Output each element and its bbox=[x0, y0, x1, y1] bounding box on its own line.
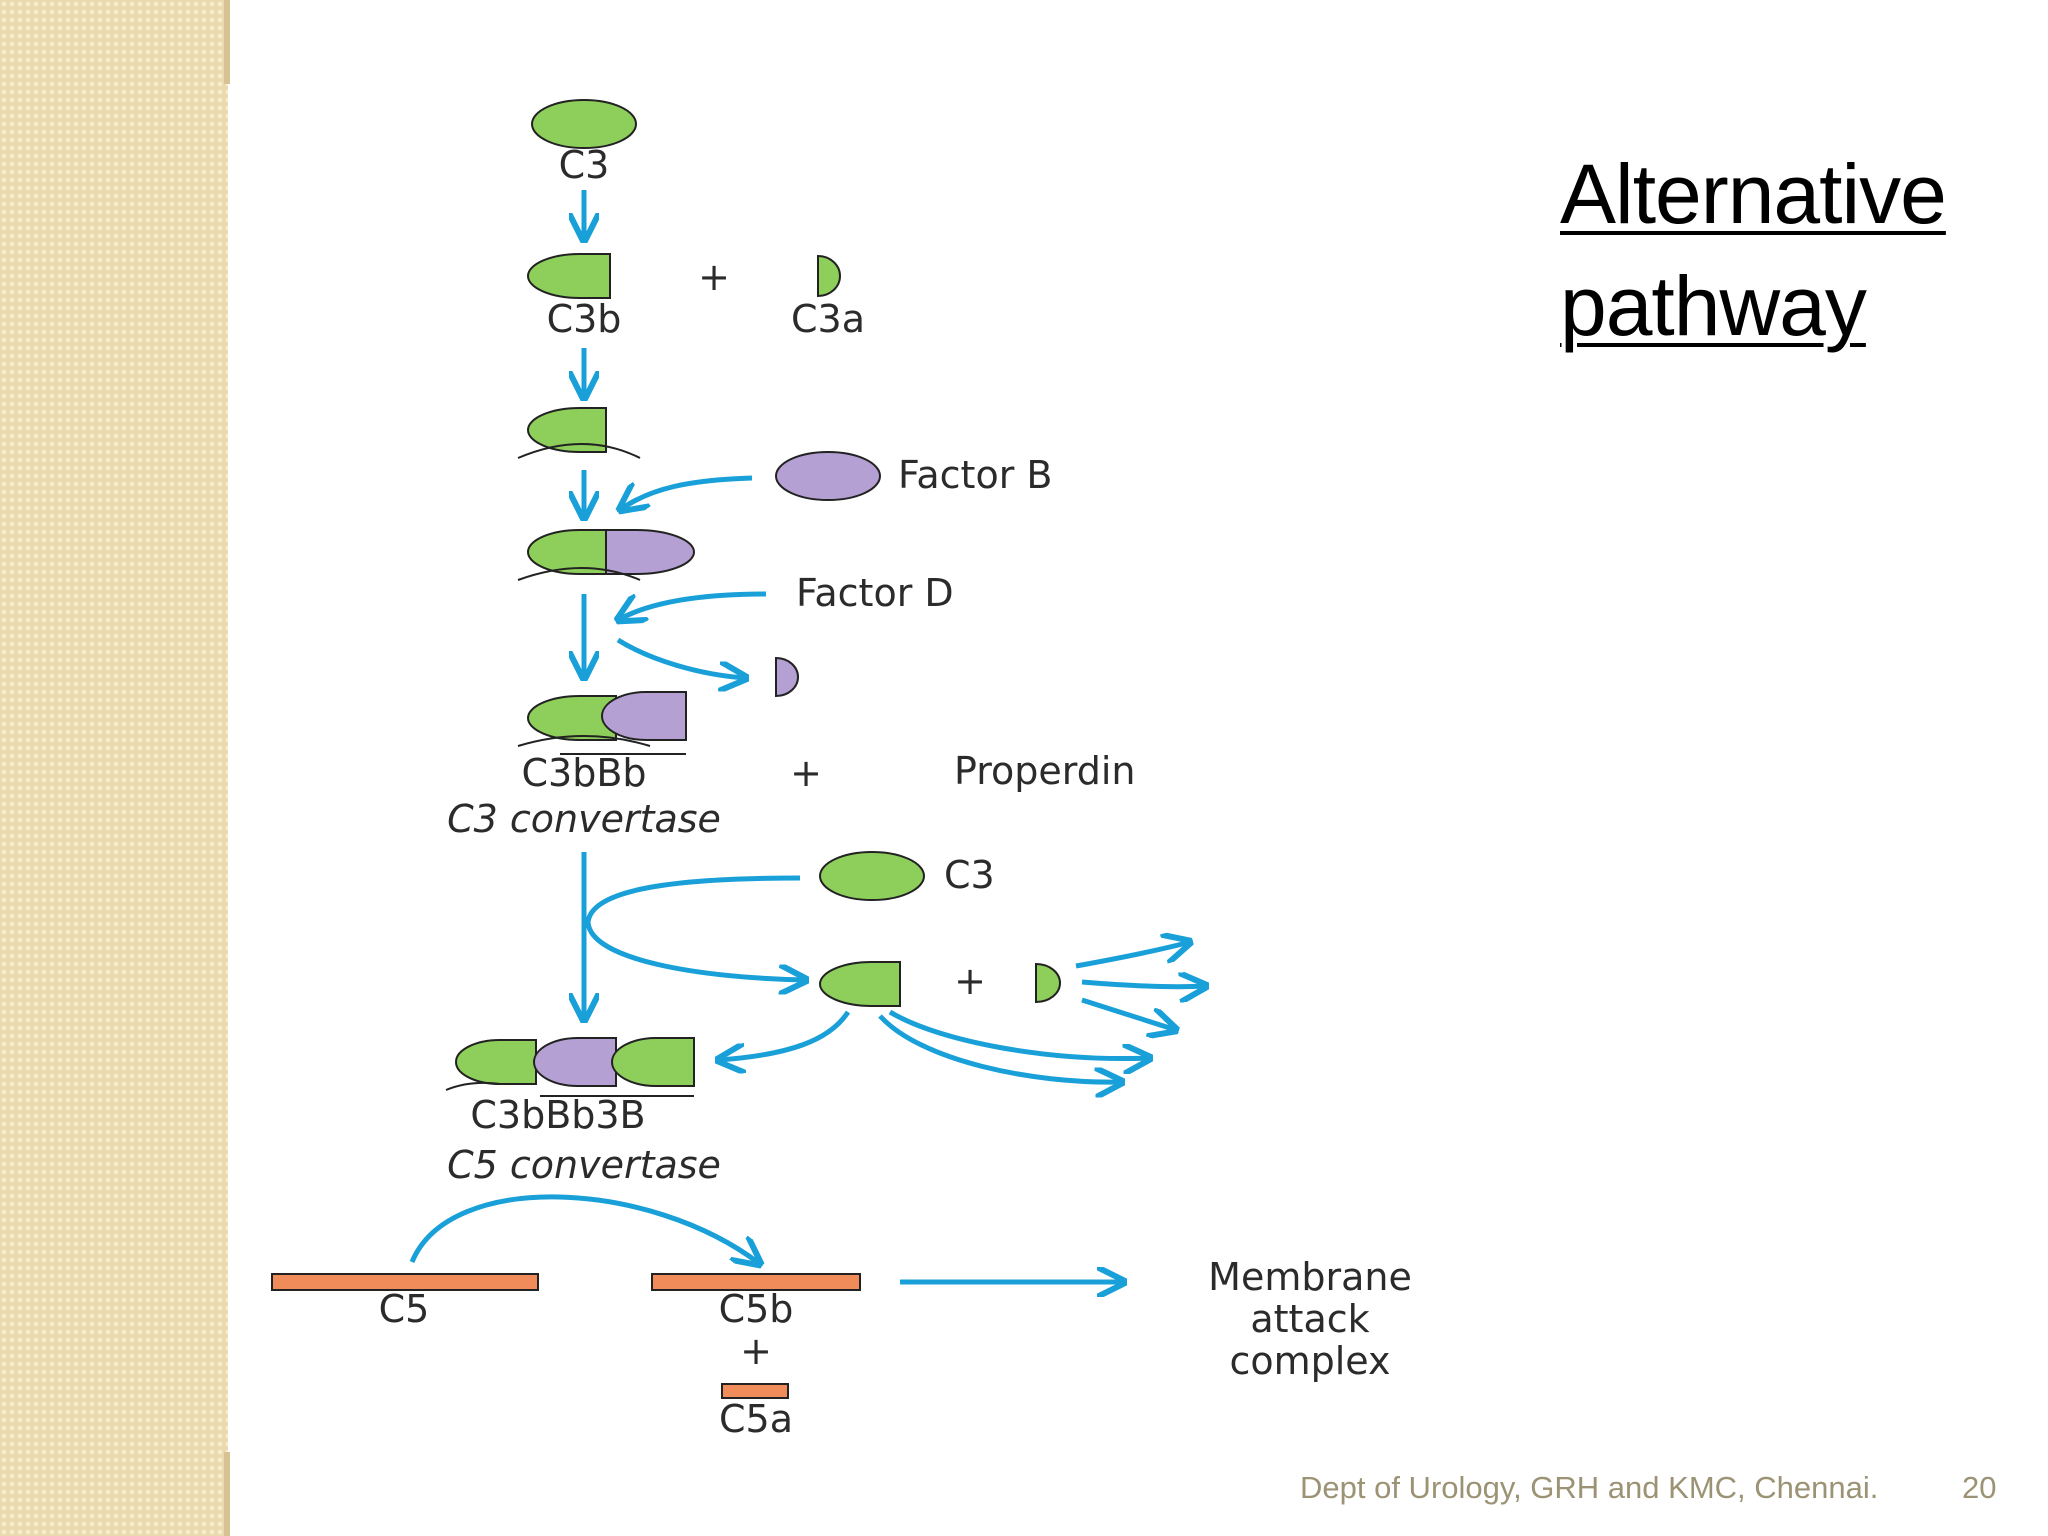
factor-b-in-c3bb bbox=[605, 529, 695, 575]
label-factor-b: Factor B bbox=[898, 453, 1052, 497]
label-c5: C5 bbox=[379, 1287, 430, 1331]
label-factor-d: Factor D bbox=[796, 571, 954, 615]
arrow-factor-d bbox=[618, 591, 767, 620]
label-c5-convertase: C5 convertase bbox=[447, 1143, 721, 1187]
c3b-fragment-2 bbox=[819, 961, 901, 1007]
arrow-ba-release bbox=[616, 637, 746, 678]
label-plus-3: + bbox=[954, 959, 986, 1003]
c5b-bar bbox=[651, 1273, 861, 1291]
sidebar-edge-top bbox=[224, 0, 230, 84]
c3-molecule bbox=[531, 99, 637, 149]
title-line-2: pathway bbox=[1560, 259, 1867, 353]
label-mac-2: attack bbox=[1250, 1297, 1369, 1341]
label-c3b: C3b bbox=[547, 297, 622, 341]
label-plus-1: + bbox=[698, 255, 730, 299]
label-mac-3: complex bbox=[1229, 1339, 1390, 1383]
label-c3bbb: C3bBb bbox=[521, 751, 646, 795]
slide-title: Alternative pathway bbox=[1560, 138, 1947, 362]
arrow-c3a-3 bbox=[1081, 997, 1176, 1030]
slide-sidebar-pattern bbox=[0, 0, 228, 1536]
arrow-c3b-release-1 bbox=[888, 1009, 1150, 1059]
surface-3 bbox=[517, 735, 651, 747]
c5a-bar bbox=[721, 1383, 789, 1399]
c3b-in-c3bb bbox=[527, 529, 607, 575]
label-c3: C3 bbox=[559, 143, 610, 187]
c3b2-in-c5conv bbox=[611, 1037, 695, 1087]
c3a-fragment-2 bbox=[1035, 962, 1061, 1004]
label-c3bbb3b: C3bBb3B bbox=[470, 1093, 645, 1137]
ba-fragment bbox=[775, 656, 799, 698]
page-number: 20 bbox=[1962, 1470, 1997, 1505]
factor-b-molecule bbox=[775, 451, 881, 501]
arrow-c3b-deposit bbox=[718, 1010, 851, 1060]
bb-in-c5conv bbox=[533, 1037, 617, 1087]
arrow-c5-cleave bbox=[409, 1194, 760, 1264]
label-mac-1: Membrane bbox=[1208, 1255, 1412, 1299]
c5-bar bbox=[271, 1273, 539, 1291]
label-c3-2: C3 bbox=[944, 853, 995, 897]
label-c5a: C5a bbox=[719, 1397, 793, 1441]
label-c3-convertase: C3 convertase bbox=[447, 797, 721, 841]
label-c3a: C3a bbox=[791, 297, 865, 341]
surface-4 bbox=[445, 1081, 501, 1091]
surface-2 bbox=[517, 567, 641, 581]
surface-1 bbox=[517, 443, 641, 459]
c3b-fragment bbox=[527, 253, 611, 299]
c3b-in-c5conv bbox=[455, 1039, 537, 1085]
title-line-1: Alternative bbox=[1560, 147, 1947, 241]
label-plus-4: + bbox=[740, 1329, 772, 1373]
footer-text: Dept of Urology, GRH and KMC, Chennai. bbox=[1300, 1470, 1879, 1505]
arrow-c3-cleave bbox=[585, 875, 806, 980]
arrow-c3b-release-2 bbox=[878, 1014, 1122, 1082]
c3b-bound bbox=[527, 407, 607, 453]
c3-molecule-2 bbox=[819, 851, 925, 901]
arrow-c3a-1 bbox=[1075, 942, 1190, 969]
arrow-factor-b bbox=[620, 475, 753, 510]
label-properdin: Properdin bbox=[954, 749, 1136, 793]
arrow-c3a-2 bbox=[1081, 982, 1206, 987]
label-plus-2: + bbox=[790, 751, 822, 795]
label-c5b: C5b bbox=[719, 1287, 794, 1331]
bb-in-c3bbb bbox=[601, 691, 687, 741]
sidebar-edge-bottom bbox=[224, 1452, 230, 1536]
c3a-fragment bbox=[817, 254, 841, 298]
c3b-in-c3bbb bbox=[527, 695, 617, 741]
